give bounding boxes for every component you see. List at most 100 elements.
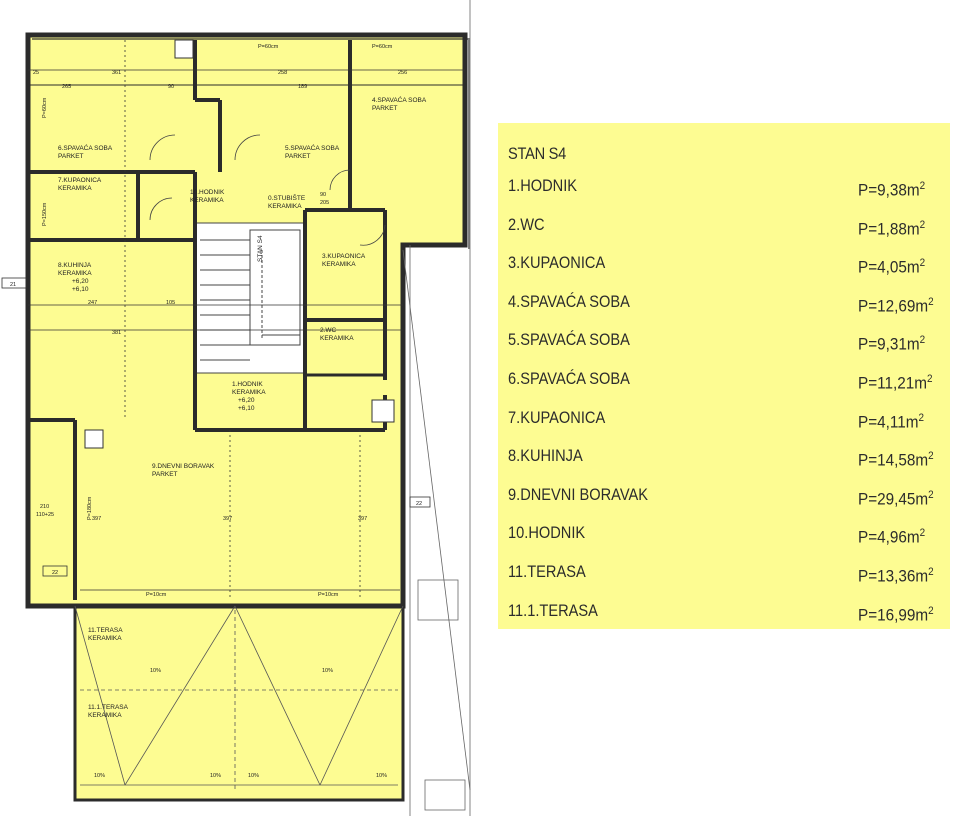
area-unit-superscript: 2	[919, 527, 926, 540]
svg-text:210: 210	[40, 504, 49, 510]
svg-text:110+25: 110+25	[36, 512, 54, 518]
legend-row: 2.WC P=1,88m2	[508, 206, 950, 245]
area-unit-superscript: 2	[928, 565, 934, 578]
svg-text:105: 105	[166, 300, 175, 306]
area-unit-superscript: 2	[919, 218, 926, 231]
room-area-value: P=9,38m	[858, 180, 920, 200]
svg-text:381: 381	[112, 330, 121, 336]
area-unit-superscript: 2	[919, 180, 926, 192]
svg-text:22: 22	[52, 570, 58, 576]
svg-text:P=60cm: P=60cm	[258, 44, 279, 50]
svg-text:10%: 10%	[150, 668, 161, 674]
svg-text:10%: 10%	[376, 773, 387, 779]
svg-text:P=60cm: P=60cm	[372, 44, 393, 50]
legend-title: STAN S4	[508, 144, 567, 163]
svg-text:10%: 10%	[322, 668, 333, 674]
area-unit-superscript: 2	[927, 372, 933, 385]
room-name: 2.WC	[508, 214, 545, 234]
room-area-value: P=9,31m	[858, 335, 920, 355]
room-name: 10.HODNIK	[508, 523, 586, 543]
room-name: 11.TERASA	[508, 561, 586, 581]
room-area: P=16,99m2	[858, 592, 934, 635]
area-unit-superscript: 2	[919, 334, 926, 347]
area-unit-superscript: 2	[928, 488, 934, 501]
svg-text:25: 25	[33, 70, 39, 76]
room-area-value: P=29,45m	[858, 489, 929, 509]
legend-row: 11.TERASA P=13,36m2	[508, 553, 950, 592]
svg-text:361: 361	[112, 70, 121, 76]
svg-text:P=10cm: P=10cm	[146, 592, 167, 598]
svg-text:205: 205	[320, 200, 329, 206]
dimension-numbers: 361 258 256 265 90 189 247 105 381 397 3…	[33, 70, 407, 779]
room-area: P=29,45m2	[858, 476, 934, 519]
area-unit-superscript: 2	[918, 411, 925, 424]
legend-row: 9.DNEVNI BORAVAK P=29,45m2	[508, 476, 950, 515]
svg-text:90: 90	[320, 192, 326, 198]
svg-text:10%: 10%	[248, 773, 259, 779]
dimension-ticks	[28, 40, 465, 600]
svg-text:P=180cm: P=180cm	[87, 496, 93, 520]
room-area-value: P=13,36m	[858, 566, 929, 586]
stair-label: STAN S4	[257, 235, 264, 262]
svg-text:P=10cm: P=10cm	[318, 592, 339, 598]
room-area: P=4,96m2	[858, 514, 925, 557]
svg-text:10%: 10%	[210, 773, 221, 779]
svg-text:397: 397	[223, 516, 232, 522]
room-area-value: P=16,99m	[858, 605, 929, 625]
room-name: 6.SPAVAĆA SOBA	[508, 368, 630, 388]
room-area: P=13,36m2	[858, 553, 934, 596]
room-area: P=11,21m2	[858, 360, 933, 403]
window-labels: P=60cm P=60cm P=60cm P=150cm P=180cm P=1…	[42, 44, 393, 598]
exterior-context-lines	[402, 0, 471, 816]
room-name: 9.DNEVNI BORAVAK	[508, 484, 649, 504]
door-swings	[149, 134, 386, 246]
svg-text:90: 90	[168, 84, 174, 90]
area-unit-superscript: 2	[928, 450, 934, 463]
room-area: P=9,38m2	[858, 167, 925, 210]
legend-row: 1.HODNIK P=9,38m2	[508, 167, 950, 206]
area-unit-superscript: 2	[919, 257, 926, 270]
room-name: 1.HODNIK	[508, 176, 578, 195]
svg-text:397: 397	[358, 516, 367, 522]
area-unit-superscript: 2	[928, 604, 934, 617]
room-name: 7.KUPAONICA	[508, 407, 606, 427]
room-area: P=14,58m2	[858, 437, 934, 480]
room-area: P=12,69m2	[858, 283, 934, 326]
svg-text:247: 247	[88, 300, 97, 306]
shafts	[84, 39, 395, 449]
legend-row: 5.SPAVAĆA SOBA P=9,31m2	[508, 321, 950, 360]
room-name: 8.KUHINJA	[508, 446, 583, 466]
svg-text:10%: 10%	[94, 773, 105, 779]
room-area-value: P=12,69m	[858, 296, 929, 316]
room-area: P=1,88m2	[858, 206, 925, 249]
room-area: P=9,31m2	[858, 321, 925, 364]
room-name: 3.KUPAONICA	[508, 253, 606, 273]
room-name: 5.SPAVAĆA SOBA	[508, 330, 630, 350]
svg-text:189: 189	[298, 84, 307, 90]
room-area-value: P=1,88m	[858, 219, 920, 239]
